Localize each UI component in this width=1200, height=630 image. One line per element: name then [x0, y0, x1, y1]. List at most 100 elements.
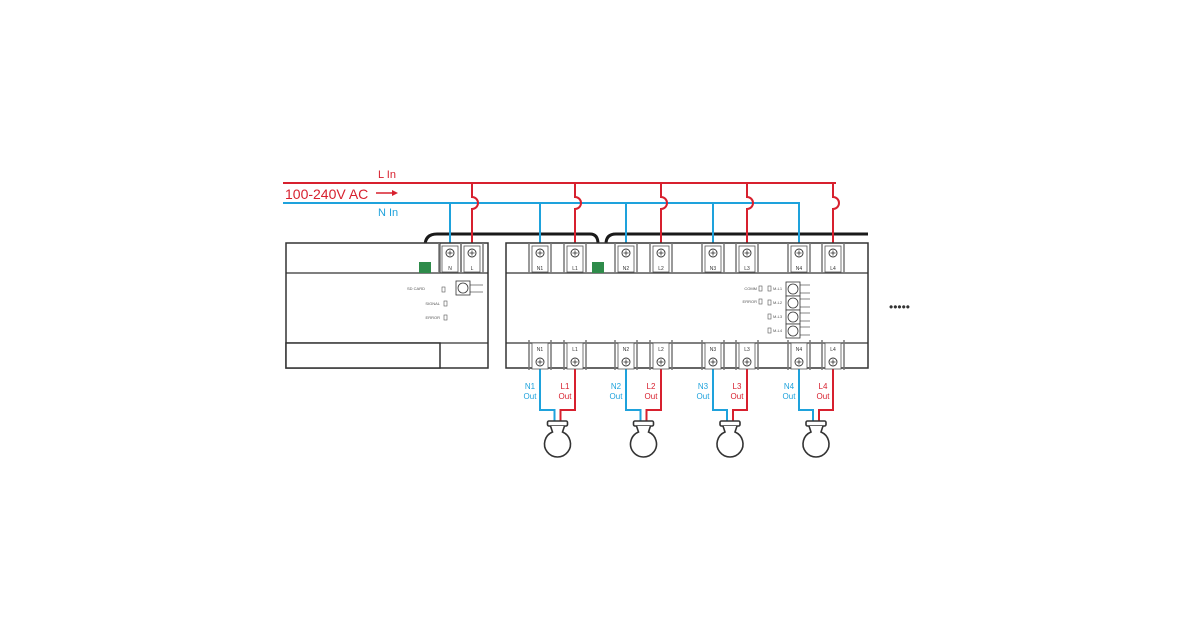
terminal-n2-in[interactable]: N2	[614, 243, 638, 273]
manual-button-m-l4[interactable]: M-L4	[767, 323, 810, 339]
screw-icon	[535, 357, 545, 367]
terminal-label: L4	[830, 347, 836, 353]
out-label-suffix: Out	[817, 392, 831, 401]
terminal-label: N3	[710, 347, 717, 353]
terminal-n1-out[interactable]: N1	[528, 340, 552, 370]
main-terminal-l-label: L	[471, 266, 474, 272]
main-comm-connector	[419, 262, 431, 273]
screw-icon	[467, 248, 477, 258]
screw-icon	[656, 357, 666, 367]
channel-button-label: M-L1	[773, 286, 783, 291]
out-label-suffix: Out	[610, 392, 624, 401]
out-label-suffix: Out	[559, 392, 573, 401]
n-in-label: N In	[378, 207, 398, 219]
relay-comm-connector	[592, 262, 604, 273]
channel-3-neutral-out-wire	[712, 368, 728, 421]
terminal-label: L4	[830, 266, 836, 272]
terminal-n1-in[interactable]: N1	[528, 243, 552, 273]
channel-2-neutral-out-wire	[625, 368, 642, 421]
indicator-relay-error: ERROR	[743, 299, 758, 304]
main-live-feed	[471, 183, 479, 246]
terminal-label: N1	[537, 347, 544, 353]
terminal-label: L1	[572, 266, 578, 272]
screw-icon	[794, 248, 804, 258]
terminal-label: N2	[623, 347, 630, 353]
channel-2-live-out-wire	[645, 368, 662, 421]
out-label-name: N2	[611, 382, 622, 391]
channel-button-label: M-L2	[773, 300, 783, 305]
terminal-label: L3	[744, 266, 750, 272]
arrow-right-icon	[376, 190, 398, 196]
light-bulb-icon	[802, 420, 830, 458]
out-label-name: N1	[525, 382, 536, 391]
channel-2-live-in-wire	[660, 183, 668, 246]
screw-icon	[742, 248, 752, 258]
out-label-name: L1	[561, 382, 570, 391]
screw-icon	[708, 357, 718, 367]
screw-icon	[621, 357, 631, 367]
sd-card-button[interactable]	[455, 280, 483, 296]
channel-3-live-in-wire	[746, 183, 754, 246]
terminal-label: N1	[537, 266, 544, 272]
light-bulb-icon	[543, 420, 572, 458]
indicator-error: ERROR	[426, 315, 441, 320]
main-terminal-l[interactable]	[460, 243, 484, 273]
screw-icon	[794, 357, 804, 367]
terminal-n3-out[interactable]: N3	[701, 340, 725, 370]
out-label-name: N4	[784, 382, 795, 391]
terminal-label: N4	[796, 347, 803, 353]
screw-icon	[445, 248, 455, 258]
terminal-l1-out[interactable]: L1	[563, 340, 587, 370]
terminal-n4-in[interactable]: N4	[787, 243, 811, 273]
terminal-l2-out[interactable]: L2	[649, 340, 673, 370]
terminal-n2-out[interactable]: N2	[614, 340, 638, 370]
out-label-name: L2	[647, 382, 656, 391]
screw-icon	[656, 248, 666, 258]
manual-button-m-l1[interactable]: M-L1	[767, 281, 810, 297]
screw-icon	[535, 248, 545, 258]
terminal-label: L2	[658, 347, 664, 353]
terminal-label: L2	[658, 266, 664, 272]
out-label-suffix: Out	[731, 392, 745, 401]
wires	[283, 182, 868, 421]
main-terminal-n-label: N	[448, 266, 452, 272]
terminal-l4-out[interactable]: L4	[821, 340, 845, 370]
light-bulb-icon	[629, 420, 658, 458]
channel-button-label: M-L4	[773, 328, 783, 333]
screw-icon	[570, 248, 580, 258]
indicator-signal: SIGNAL	[425, 301, 440, 306]
out-label-name: L4	[819, 382, 828, 391]
indicator-comm: COMM	[744, 286, 757, 291]
out-label-suffix: Out	[524, 392, 538, 401]
terminal-l4-in[interactable]: L4	[821, 243, 845, 273]
manual-button-m-l2[interactable]: M-L2	[767, 295, 810, 311]
terminal-label: L1	[572, 347, 578, 353]
screw-icon	[570, 357, 580, 367]
screw-icon	[708, 248, 718, 258]
terminal-label: N3	[710, 266, 717, 272]
channel-4-live-out-wire	[818, 368, 834, 421]
screw-icon	[828, 357, 838, 367]
terminal-label: N4	[796, 266, 803, 272]
main-terminal-n[interactable]	[438, 243, 462, 273]
terminal-l2-in[interactable]: L2	[649, 243, 673, 273]
terminal-l3-out[interactable]: L3	[735, 340, 759, 370]
screw-icon	[621, 248, 631, 258]
channel-1-neutral-out-wire	[539, 368, 556, 421]
light-bulb-icon	[716, 420, 744, 458]
indicator-sd-card: SD CARD	[407, 286, 425, 291]
terminal-n3-in[interactable]: N3	[701, 243, 725, 273]
continuation-dots: •••••	[889, 300, 910, 314]
channel-button-label: M-L3	[773, 314, 783, 319]
l-in-label: L In	[378, 169, 396, 181]
terminal-l3-in[interactable]: L3	[735, 243, 759, 273]
out-label-suffix: Out	[645, 392, 659, 401]
terminal-l1-in[interactable]: L1	[563, 243, 587, 273]
terminal-n4-out[interactable]: N4	[787, 340, 811, 370]
channel-1-live-out-wire	[559, 368, 576, 421]
